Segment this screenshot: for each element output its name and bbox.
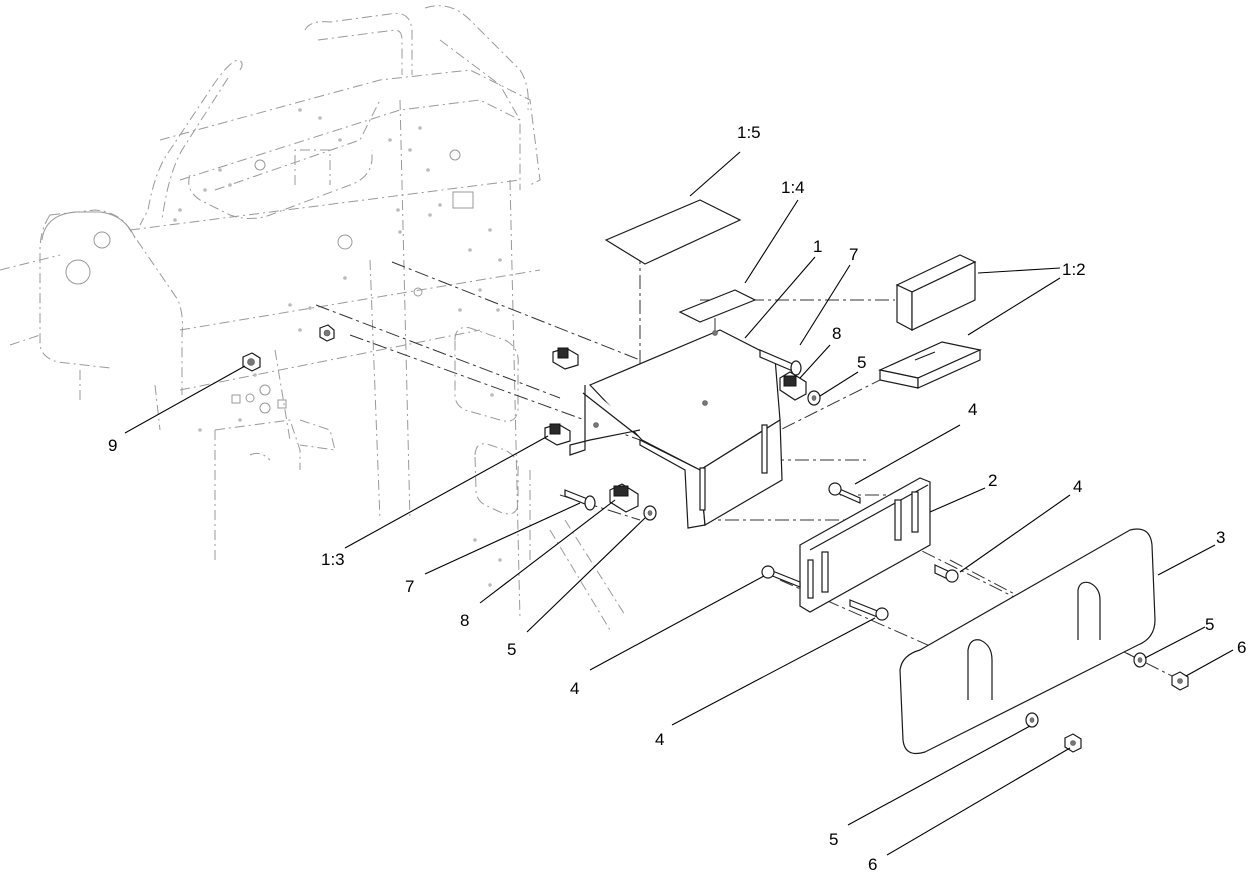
callout-9: 9	[108, 436, 117, 455]
knob-8-top	[779, 371, 807, 401]
nut-6	[1064, 671, 1189, 753]
callout-1-2: 1:2	[1062, 260, 1086, 279]
bracket-1	[569, 329, 783, 529]
callout-2: 2	[988, 471, 997, 490]
bolt-7-top	[759, 349, 802, 376]
callout-1-4: 1:4	[781, 178, 805, 197]
callout-8-bottom: 8	[460, 611, 469, 630]
callout-1-3: 1:3	[321, 550, 345, 569]
callout-8-top: 8	[832, 324, 841, 343]
bolt-7-bottom	[564, 489, 596, 511]
callout-7-top: 7	[849, 245, 858, 264]
decal-1-5	[604, 199, 742, 265]
callout-4-c: 4	[570, 679, 579, 698]
callout-6-right: 6	[1237, 638, 1246, 657]
callout-labels: 1:5 1:4 1 7 1:2 8 5 9 4 2 4 3 1:3 7 8 5 …	[108, 123, 1246, 874]
callout-3: 3	[1216, 528, 1225, 547]
pad-1-2	[878, 254, 982, 389]
frame-phantom-outline	[0, 5, 626, 631]
callout-7-bottom: 7	[405, 577, 414, 596]
callout-4-b: 4	[1073, 477, 1082, 496]
callout-5-bottom: 5	[829, 830, 838, 849]
callout-5-mid: 5	[507, 640, 516, 659]
callout-1: 1	[813, 237, 822, 256]
callout-5-right: 5	[1205, 615, 1214, 634]
callout-4-a: 4	[968, 400, 977, 419]
knob-8-bottom	[609, 483, 639, 513]
leader-lines	[124, 151, 1234, 856]
washer-5	[643, 390, 1147, 728]
callout-4-d: 4	[655, 730, 664, 749]
nut-9	[242, 324, 335, 372]
callout-1-5: 1:5	[737, 123, 761, 142]
callout-5-top: 5	[857, 353, 866, 372]
plate-2	[799, 477, 931, 613]
clip-nut-1-3	[544, 347, 579, 446]
callout-6-bottom: 6	[868, 855, 877, 874]
decal-1-4	[678, 289, 757, 323]
bolt-4	[761, 482, 959, 621]
cover-plate-3	[899, 528, 1156, 755]
